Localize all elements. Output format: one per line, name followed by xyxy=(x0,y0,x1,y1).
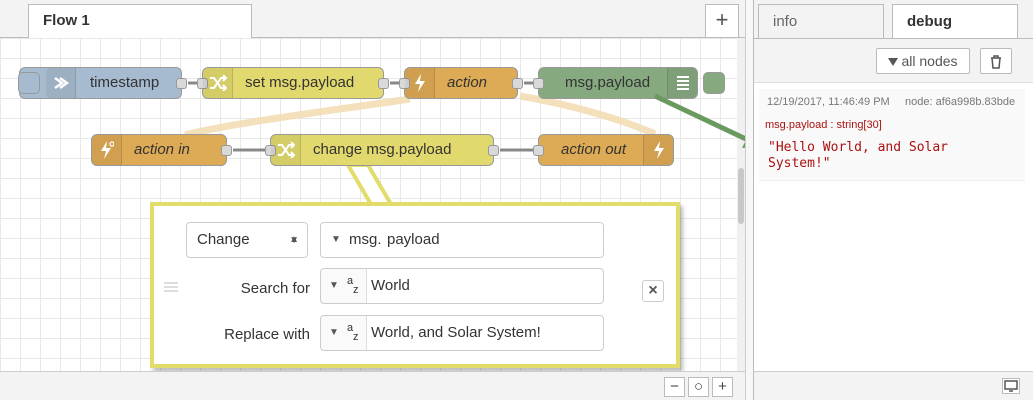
output-port[interactable] xyxy=(512,78,523,89)
input-port[interactable] xyxy=(399,78,410,89)
input-port[interactable] xyxy=(265,145,276,156)
node-label: action xyxy=(447,74,488,91)
open-window-button[interactable] xyxy=(1002,378,1020,394)
workspace-footer: − ○ + xyxy=(0,371,745,400)
link-in-node-action-in[interactable]: action in xyxy=(91,134,232,166)
zoom-reset-button[interactable]: ○ xyxy=(688,377,709,397)
link-wire-action-in xyxy=(184,95,411,139)
property-value: payload xyxy=(387,231,440,248)
change-node-set-payload[interactable]: set msg.payload xyxy=(197,67,389,99)
wires-layer xyxy=(184,81,657,208)
change-node-change-payload[interactable]: change msg.payload xyxy=(265,134,499,166)
caret-down-icon: ▼ xyxy=(331,234,341,245)
node-label: timestamp xyxy=(90,74,160,91)
lightning-icon xyxy=(643,135,673,165)
tab-underline xyxy=(754,38,1033,39)
link-node-action[interactable]: action xyxy=(399,67,523,99)
type-select[interactable]: ▼ a z xyxy=(321,316,367,350)
sidebar-footer xyxy=(754,371,1033,400)
rule-action-value: Change xyxy=(197,231,250,248)
property-field[interactable]: ▼ msg. payload xyxy=(320,222,604,258)
debug-node-msg-payload[interactable]: msg.payload xyxy=(533,67,725,99)
link-out-node-action-out[interactable]: action out xyxy=(533,134,674,166)
node-label: msg.payload xyxy=(565,74,651,91)
workspace: Flow 1 + timestamp xyxy=(0,0,745,400)
message-topic: msg.payload : string[30] xyxy=(765,119,882,131)
filter-icon xyxy=(888,58,899,67)
editor-callout-pointer xyxy=(344,163,396,208)
message-node-id[interactable]: node: af6a998b.83bde xyxy=(905,96,1016,108)
string-type-icon: a xyxy=(347,275,354,287)
filter-label: all nodes xyxy=(901,53,958,69)
output-port[interactable] xyxy=(488,145,499,156)
input-port[interactable] xyxy=(197,78,208,89)
caret-down-icon: ▼ xyxy=(329,280,339,291)
property-prefix: msg. xyxy=(349,231,382,248)
node-label: action in xyxy=(134,141,190,158)
scrollbar-thumb[interactable] xyxy=(738,168,744,224)
sidebar: info debug all nodes 12/19/2017, 11:46:4… xyxy=(753,0,1033,400)
canvas-vertical-scrollbar[interactable] xyxy=(737,38,745,371)
zoom-in-button[interactable]: + xyxy=(712,377,733,397)
link-wire-action-out xyxy=(519,92,657,138)
replace-with-label: Replace with xyxy=(224,326,310,343)
list-icon xyxy=(667,68,697,98)
arrow-in-icon xyxy=(46,68,76,98)
lightning-in-icon xyxy=(92,135,122,165)
message-timestamp: 12/19/2017, 11:46:49 PM xyxy=(767,96,890,108)
debug-message[interactable]: 12/19/2017, 11:46:49 PM node: af6a998b.8… xyxy=(759,89,1025,181)
trash-icon xyxy=(991,55,1001,70)
type-select[interactable]: ▼ a z xyxy=(321,269,367,303)
clear-messages-button[interactable] xyxy=(980,48,1012,74)
message-value[interactable]: "Hello World, and Solar System!" xyxy=(768,140,949,171)
debug-toolbar: all nodes xyxy=(754,39,1033,83)
replace-with-value: World, and Solar System! xyxy=(371,324,541,341)
change-rule-editor: Change ▲ ▼ ▼ msg. payload Search for ▼ a… xyxy=(150,202,680,368)
zoom-out-button[interactable]: − xyxy=(664,377,685,397)
add-flow-button[interactable]: + xyxy=(705,4,739,37)
filter-nodes-button[interactable]: all nodes xyxy=(876,48,970,74)
string-type-icon: z xyxy=(353,331,359,343)
input-port[interactable] xyxy=(533,78,544,89)
shuffle-icon xyxy=(203,68,233,98)
search-for-value: World xyxy=(371,277,410,294)
input-port[interactable] xyxy=(533,145,544,156)
drag-handle-icon[interactable] xyxy=(164,282,178,292)
search-for-label: Search for xyxy=(240,280,310,297)
select-arrows-icon: ▼ xyxy=(289,235,299,246)
shuffle-icon xyxy=(271,135,301,165)
output-port[interactable] xyxy=(221,145,232,156)
string-type-icon: a xyxy=(347,322,354,334)
delete-rule-button[interactable]: × xyxy=(642,280,664,302)
output-port[interactable] xyxy=(176,78,187,89)
rule-action-select[interactable]: Change ▲ ▼ xyxy=(186,222,308,258)
tab-debug[interactable]: debug xyxy=(892,4,1018,39)
sidebar-separator[interactable] xyxy=(745,0,753,400)
inject-trigger-button[interactable] xyxy=(18,72,40,94)
debug-toggle-button[interactable] xyxy=(703,72,725,94)
string-type-icon: z xyxy=(353,284,359,296)
lightning-icon xyxy=(405,68,435,98)
node-label: action out xyxy=(561,141,627,158)
tab-flow-1[interactable]: Flow 1 xyxy=(28,4,252,39)
caret-down-icon: ▼ xyxy=(329,327,339,338)
inject-node-timestamp[interactable]: timestamp xyxy=(18,67,187,99)
replace-with-field[interactable]: ▼ a z World, and Solar System! xyxy=(320,315,604,351)
node-label: set msg.payload xyxy=(245,74,355,91)
tab-info[interactable]: info xyxy=(758,4,884,39)
select-arrows-icon: ▲ xyxy=(289,234,299,245)
output-port[interactable] xyxy=(378,78,389,89)
debug-message-list: 12/19/2017, 11:46:49 PM node: af6a998b.8… xyxy=(754,83,1033,371)
search-for-field[interactable]: ▼ a z World xyxy=(320,268,604,304)
monitor-icon xyxy=(1004,380,1018,392)
workspace-tabbar: Flow 1 + xyxy=(0,0,745,39)
node-label: change msg.payload xyxy=(313,141,452,158)
